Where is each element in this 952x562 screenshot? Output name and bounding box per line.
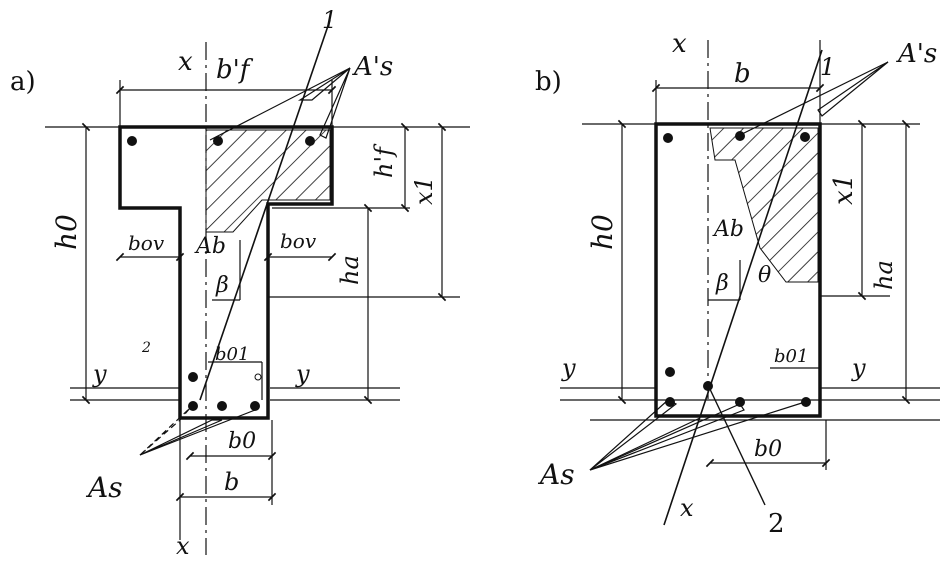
panel-a-label: a) [10, 67, 36, 97]
panel-a: a) x b'f 1 A's h'f x1 h0 bov Ab bov ha β… [10, 6, 470, 560]
label-x1-a: x1 [410, 176, 438, 205]
label-beta-b: β [715, 271, 729, 296]
label-b-a: b [224, 468, 239, 496]
label-y-left-b: y [561, 354, 576, 382]
label-b-top-b: b [734, 59, 751, 89]
t-section-outline [118, 125, 334, 420]
label-As-top-b: A's [896, 39, 937, 69]
rebar-bottom-1-a [188, 372, 198, 382]
label-x-bottom-a: x [176, 532, 190, 560]
label-ha-b: ha [870, 260, 898, 290]
label-x1-b: x1 [829, 174, 859, 205]
rebar-bottom-4-b [735, 397, 745, 407]
label-bov-left: bov [128, 231, 165, 255]
label-ha-a: ha [336, 255, 364, 285]
rebar-bottom-4-a [250, 401, 260, 411]
label-As-bottom-b: As [537, 458, 575, 491]
label-bov-right: bov [280, 229, 317, 253]
rebar-bottom-3-a [217, 401, 227, 411]
label-2-b: 2 [768, 509, 785, 539]
label-x-top-a: x [178, 47, 193, 77]
rebar-top-left-b [663, 133, 673, 143]
rebar-top-mid-a [213, 136, 223, 146]
rebar-top-right-b [800, 132, 810, 142]
rebar-top-left-a [127, 136, 137, 146]
label-Ab-a: Ab [194, 234, 226, 259]
label-hf: h'f [370, 143, 398, 178]
label-Ab-b: Ab [712, 217, 744, 242]
label-beta-a: β [215, 273, 229, 298]
rebar-bottom-3-b [703, 381, 713, 391]
label-x-top-b: x [672, 29, 687, 59]
label-1-b: 1 [820, 53, 835, 81]
label-y-right-a: y [295, 360, 310, 388]
rebar-top-mid-b [735, 131, 745, 141]
label-theta-b: θ [758, 263, 771, 288]
inclined-section-line-b [663, 49, 823, 526]
label-b01-a: b01 [215, 344, 249, 365]
rebar-bottom-5-b [801, 397, 811, 407]
rebar-bottom-1-b [665, 367, 675, 377]
label-b0-b: b0 [754, 437, 782, 462]
rebar-bottom-2-a [188, 401, 198, 411]
label-b0-a: b0 [228, 429, 256, 454]
rebar-top-right-a [305, 136, 315, 146]
compressed-zone-hatch-b [709, 127, 819, 283]
label-2-a: 2 [141, 340, 151, 356]
label-h0-b: h0 [586, 214, 619, 250]
label-h0-a: h0 [50, 214, 83, 250]
label-x-bottom-b: x [680, 494, 694, 522]
label-As-bottom-a: As [85, 471, 123, 504]
label-1-a: 1 [322, 6, 337, 34]
label-As-top-a: A's [352, 52, 393, 82]
label-y-right-b: y [851, 354, 866, 382]
inclined-section-line-a [199, 19, 331, 401]
label-b01-b: b01 [774, 346, 808, 367]
panel-b: b) x b 1 A's x1 h0 Ab ha β θ b01 y y b0 … [535, 29, 940, 539]
label-bf: b'f [216, 55, 254, 85]
rebar-bottom-2-b [665, 397, 675, 407]
label-y-left-a: y [92, 360, 107, 388]
panel-b-label: b) [535, 67, 562, 97]
